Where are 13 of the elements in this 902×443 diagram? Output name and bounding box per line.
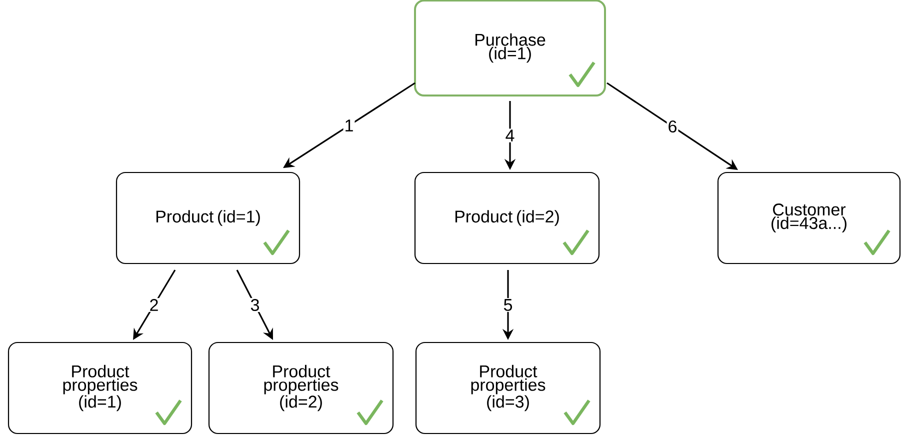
entity-box: Purchase (id=1) — [414, 0, 606, 96]
edge-label: 1 — [343, 118, 355, 132]
entity-box: Product (id=1) — [116, 172, 300, 264]
edge-label: 4 — [504, 128, 516, 142]
edge-label: 2 — [148, 298, 160, 312]
edge-label: 6 — [666, 119, 678, 134]
entity-box: Product properties (id=1) — [8, 342, 192, 434]
entity-box: Product (id=2) — [414, 172, 600, 264]
entity-box: Product properties (id=2) — [208, 342, 394, 434]
entity-box: Customer (id=43a...) — [717, 172, 901, 264]
entity-box: Product properties (id=3) — [415, 342, 601, 434]
edge-label: 3 — [249, 298, 261, 312]
edge-label: 5 — [502, 298, 514, 312]
